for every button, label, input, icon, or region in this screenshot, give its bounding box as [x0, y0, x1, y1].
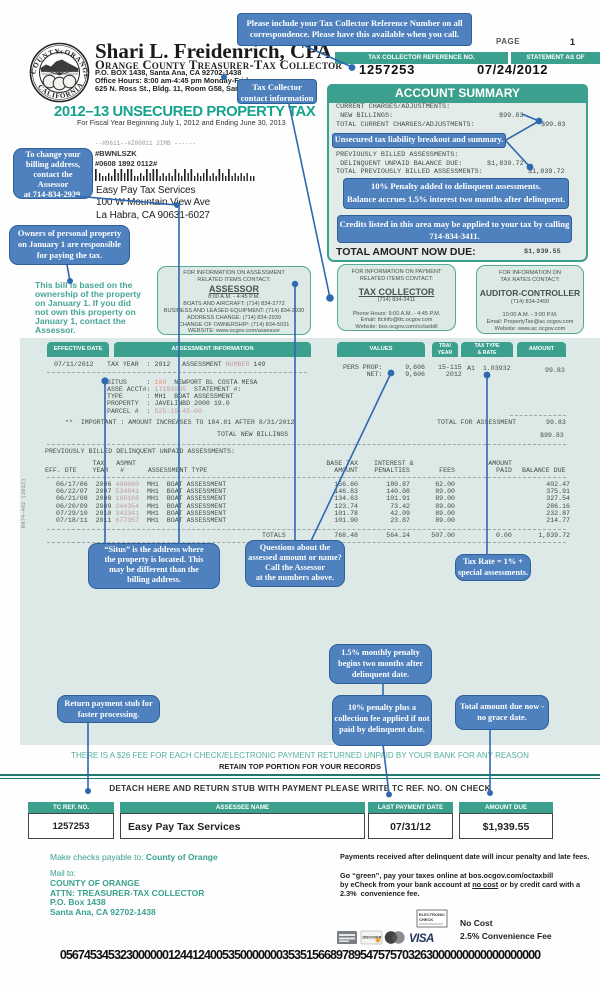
svg-text:CHECK: CHECK — [419, 917, 433, 922]
svg-text:VISA: VISA — [409, 933, 434, 945]
svg-text:DISCOVER: DISCOVER — [363, 936, 382, 940]
svg-text:OF: OF — [57, 49, 64, 54]
svg-text:ELECTRONIC: ELECTRONIC — [419, 912, 445, 917]
